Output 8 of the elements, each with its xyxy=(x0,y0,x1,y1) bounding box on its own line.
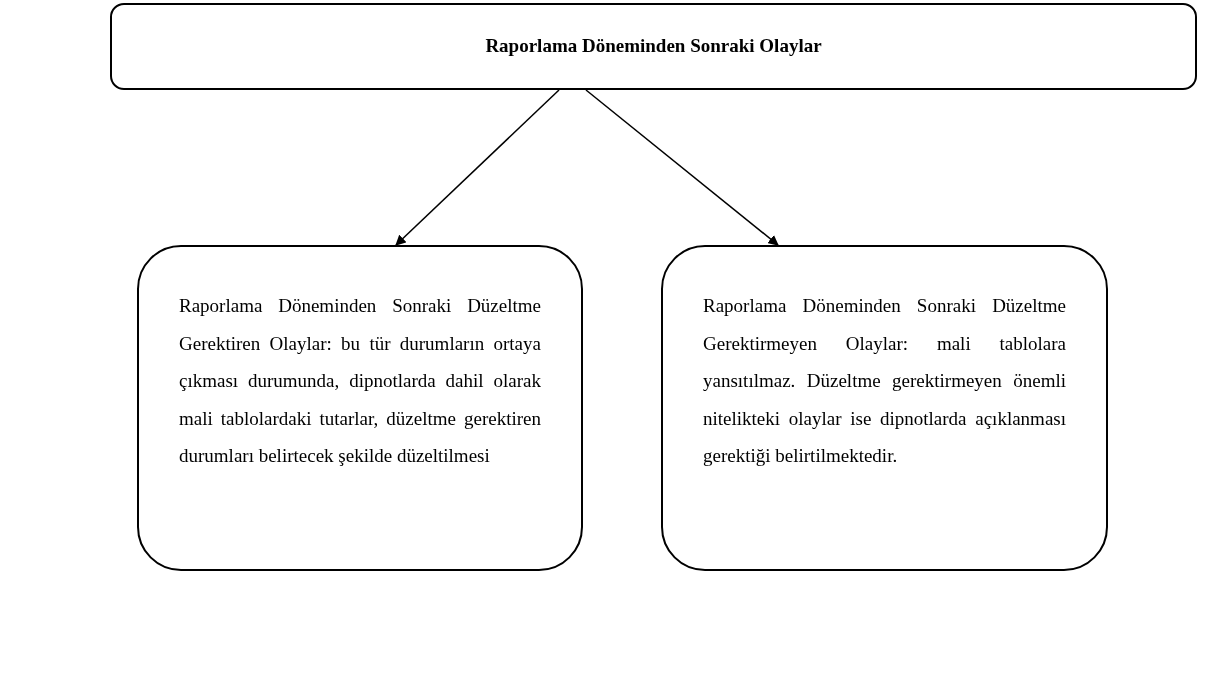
title-box xyxy=(110,3,1197,90)
title-text: Raporlama Döneminden Sonraki Olaylar xyxy=(484,35,823,58)
arrow xyxy=(585,89,779,246)
box-text: Raporlama Döneminden Sonraki Düzeltme Gerektiren Olaylar: bu tür durumların ortaya çıkması durumunda, dipnotlarda dahil olarak mali tablolardaki tutarlar, düzeltme gerektiren durumları belirtecek şekilde düzeltilmesi xyxy=(179,294,541,468)
rounded-box xyxy=(137,245,583,571)
box-text: Raporlama Döneminden Sonraki Düzeltme Gerektirmeyen Olaylar: mali tablolara yansıtılmaz. Düzeltme gerektirmeyen önemli nitelikteki olaylar ise dipnotlarda açıklanması gerektiği belirtilmektedir. xyxy=(703,294,1066,468)
arrow xyxy=(395,89,560,246)
rounded-box xyxy=(661,245,1108,571)
